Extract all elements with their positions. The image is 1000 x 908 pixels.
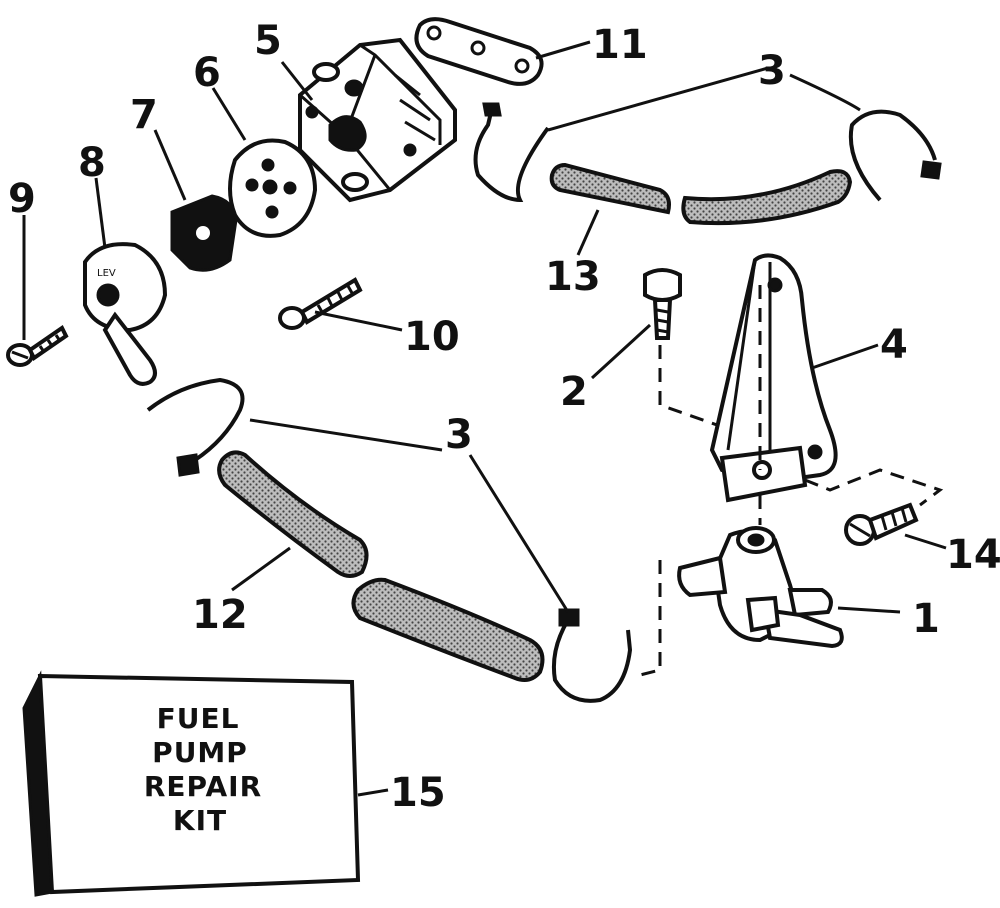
callout-8: 8: [78, 140, 106, 186]
leader-1: [837, 606, 901, 614]
repair-kit-box: FUEL PUMP REPAIR KIT: [22, 670, 361, 897]
callout-3-lower: 3: [445, 412, 473, 458]
kit-label-line1: FUEL: [157, 702, 240, 735]
leader-11: [535, 40, 591, 60]
leader-15: [357, 788, 389, 797]
callout-14: 14: [946, 532, 1000, 578]
leader-10: [314, 310, 403, 332]
callout-4: 4: [880, 322, 908, 368]
kit-label-line2: PUMP: [152, 736, 248, 769]
kit-label-line3: REPAIR: [144, 770, 262, 803]
callout-12: 12: [192, 592, 248, 638]
part-7-gasket: [170, 194, 238, 272]
part-3-clamp-lower-right: [551, 608, 633, 703]
part-2-bolt: [643, 268, 682, 340]
leader-8: [94, 177, 107, 249]
callout-6: 6: [193, 50, 221, 96]
part-9-screw: [6, 325, 69, 367]
part-5-fuel-pump: [298, 37, 457, 203]
part-10-screw: [278, 277, 363, 330]
part-4-bracket: [709, 253, 838, 503]
part-14-screw: [844, 502, 919, 546]
callout-labels: 1 2 3 3 4 5 6 7 8 9 10 11 12 13 14 15: [8, 18, 1000, 816]
part-3-clamp-right: [848, 109, 942, 202]
callout-9: 9: [8, 176, 36, 222]
leader-2: [590, 323, 652, 380]
part-1-valve: [677, 526, 844, 649]
callout-15: 15: [390, 770, 446, 816]
leader-14: [904, 533, 947, 550]
callout-5: 5: [254, 18, 282, 64]
kit-label-line4: KIT: [173, 804, 227, 837]
callout-7: 7: [130, 92, 158, 138]
leader-6: [211, 87, 247, 141]
part-13-hose-upper: [549, 162, 853, 226]
callout-1: 1: [912, 596, 940, 642]
guide-line-screw14: [804, 468, 944, 507]
callout-3-upper: 3: [758, 48, 786, 94]
part-11-gasket: [414, 17, 544, 86]
leader-13: [576, 209, 600, 256]
leader-3-lower: [249, 418, 570, 613]
leader-3-upper: [547, 66, 861, 132]
guide-line-valve: [639, 560, 662, 677]
callout-10: 10: [404, 314, 460, 360]
leader-7: [153, 129, 187, 201]
leader-lines: [22, 40, 947, 797]
leader-4: [811, 343, 879, 370]
guide-line-bolt: [658, 345, 761, 442]
callout-2: 2: [560, 369, 588, 415]
callout-11: 11: [592, 22, 648, 68]
leader-5: [280, 61, 314, 101]
part-8-cover: LEV: [83, 242, 168, 386]
callout-13: 13: [545, 254, 601, 300]
svg-text:LEV: LEV: [97, 268, 116, 279]
leader-12: [231, 546, 291, 592]
part-6-diaphragm: [228, 138, 318, 238]
part-12-hose-lower: [217, 450, 545, 682]
part-3-clamp-upper: [473, 102, 550, 203]
part-3-clamp-lower-left: [146, 377, 245, 477]
